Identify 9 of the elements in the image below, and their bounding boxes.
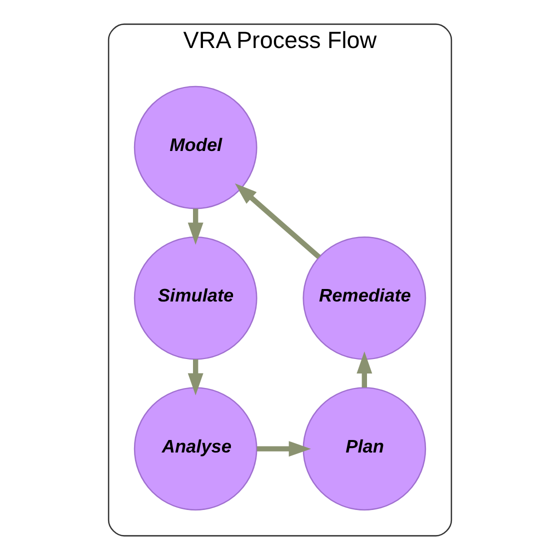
node-circle: Remediate <box>302 236 426 360</box>
node-circle: Plan <box>302 387 426 510</box>
arrow <box>256 441 311 457</box>
arrow <box>234 183 321 260</box>
node-circle: Simulate <box>134 236 258 360</box>
node-circle: Analyse <box>134 387 258 510</box>
arrow <box>188 359 204 396</box>
arrow <box>188 208 204 245</box>
arrow <box>356 351 372 388</box>
